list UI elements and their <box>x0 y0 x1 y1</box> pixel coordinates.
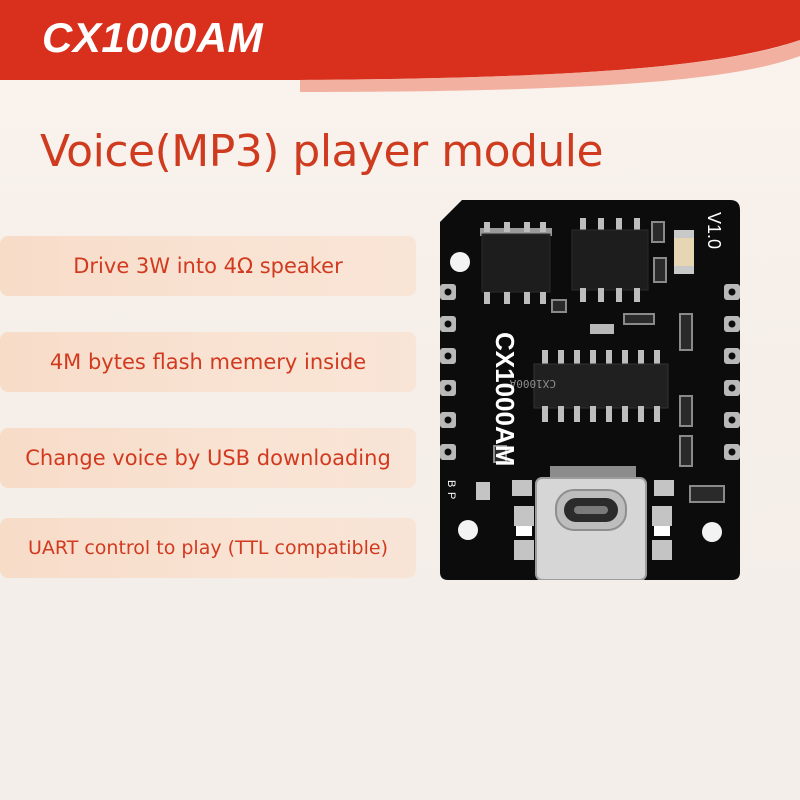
mount-hole <box>458 520 478 540</box>
pin-label-b: B <box>445 480 457 487</box>
mount-hole <box>702 522 722 542</box>
smd-parts <box>493 221 725 503</box>
chip-marking: CX1000A <box>509 377 556 390</box>
amp-chip <box>480 222 552 304</box>
feature-uart: UART control to play (TTL compatible) <box>0 518 416 578</box>
mount-hole <box>450 252 470 272</box>
header-banner <box>0 0 800 92</box>
feature-usb: Change voice by USB downloading <box>0 428 416 488</box>
usb-c-connector <box>535 466 647 580</box>
page-subtitle: Voice(MP3) player module <box>40 126 604 177</box>
feature-flash: 4M bytes flash memery inside <box>0 332 416 392</box>
board-version-label: V1.0 <box>704 212 724 249</box>
pin-label-p: P <box>445 492 457 499</box>
main-chip: CX1000A <box>509 350 669 422</box>
led-component <box>674 230 694 274</box>
module-board-image: CX1000A CX1000AM V1.0 B P <box>440 200 740 580</box>
right-pins <box>724 284 740 460</box>
feature-speaker: Drive 3W into 4Ω speaker <box>0 236 416 296</box>
resistor <box>590 324 614 334</box>
board-silkscreen-label: CX1000AM <box>490 332 520 466</box>
regulator-chip <box>571 218 649 302</box>
bottom-pads <box>476 480 674 560</box>
brand-title: CX1000AM <box>42 14 264 61</box>
